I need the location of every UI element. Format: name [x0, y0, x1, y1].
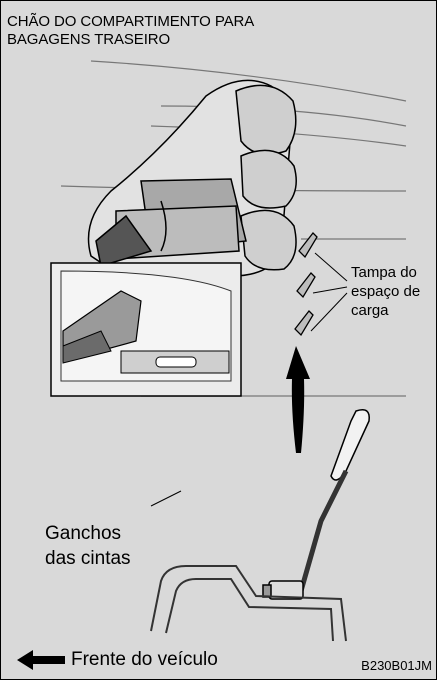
floor-rail [150, 565, 347, 642]
callout-line: das cintas [45, 548, 131, 569]
heading-line-2: BAGAGENS TRASEIRO [7, 31, 171, 48]
cover-leader-lines [310, 252, 348, 332]
detail-inset [50, 262, 242, 397]
rear-seat [87, 79, 297, 277]
upward-arrow-icon [286, 346, 310, 453]
heading-line-1: CHÃO DO COMPARTIMENTO PARA [7, 13, 255, 30]
figure-code: B230B01JM [361, 658, 432, 673]
front-label: Frente do veículo [71, 649, 218, 670]
cargo-cover-clips [294, 232, 318, 337]
callout-line: espaço de [351, 283, 421, 300]
callout-line: carga [351, 302, 389, 319]
hooks-leader-line [150, 490, 182, 507]
cargo-cover-callout: Tampa do espaço de carga [351, 263, 420, 320]
front-direction-arrow-icon [17, 650, 65, 670]
belt-hook [262, 409, 370, 600]
callout-line: Tampa do [351, 264, 417, 281]
diagram-heading: CHÃO DO COMPARTIMENTO PARA BAGAGENS TRAS… [7, 13, 254, 49]
vehicle-front-indicator: Frente do veículo [15, 647, 218, 673]
callout-line: Ganchos [45, 523, 122, 544]
belt-hooks-callout: Ganchos das cintas [45, 521, 131, 571]
